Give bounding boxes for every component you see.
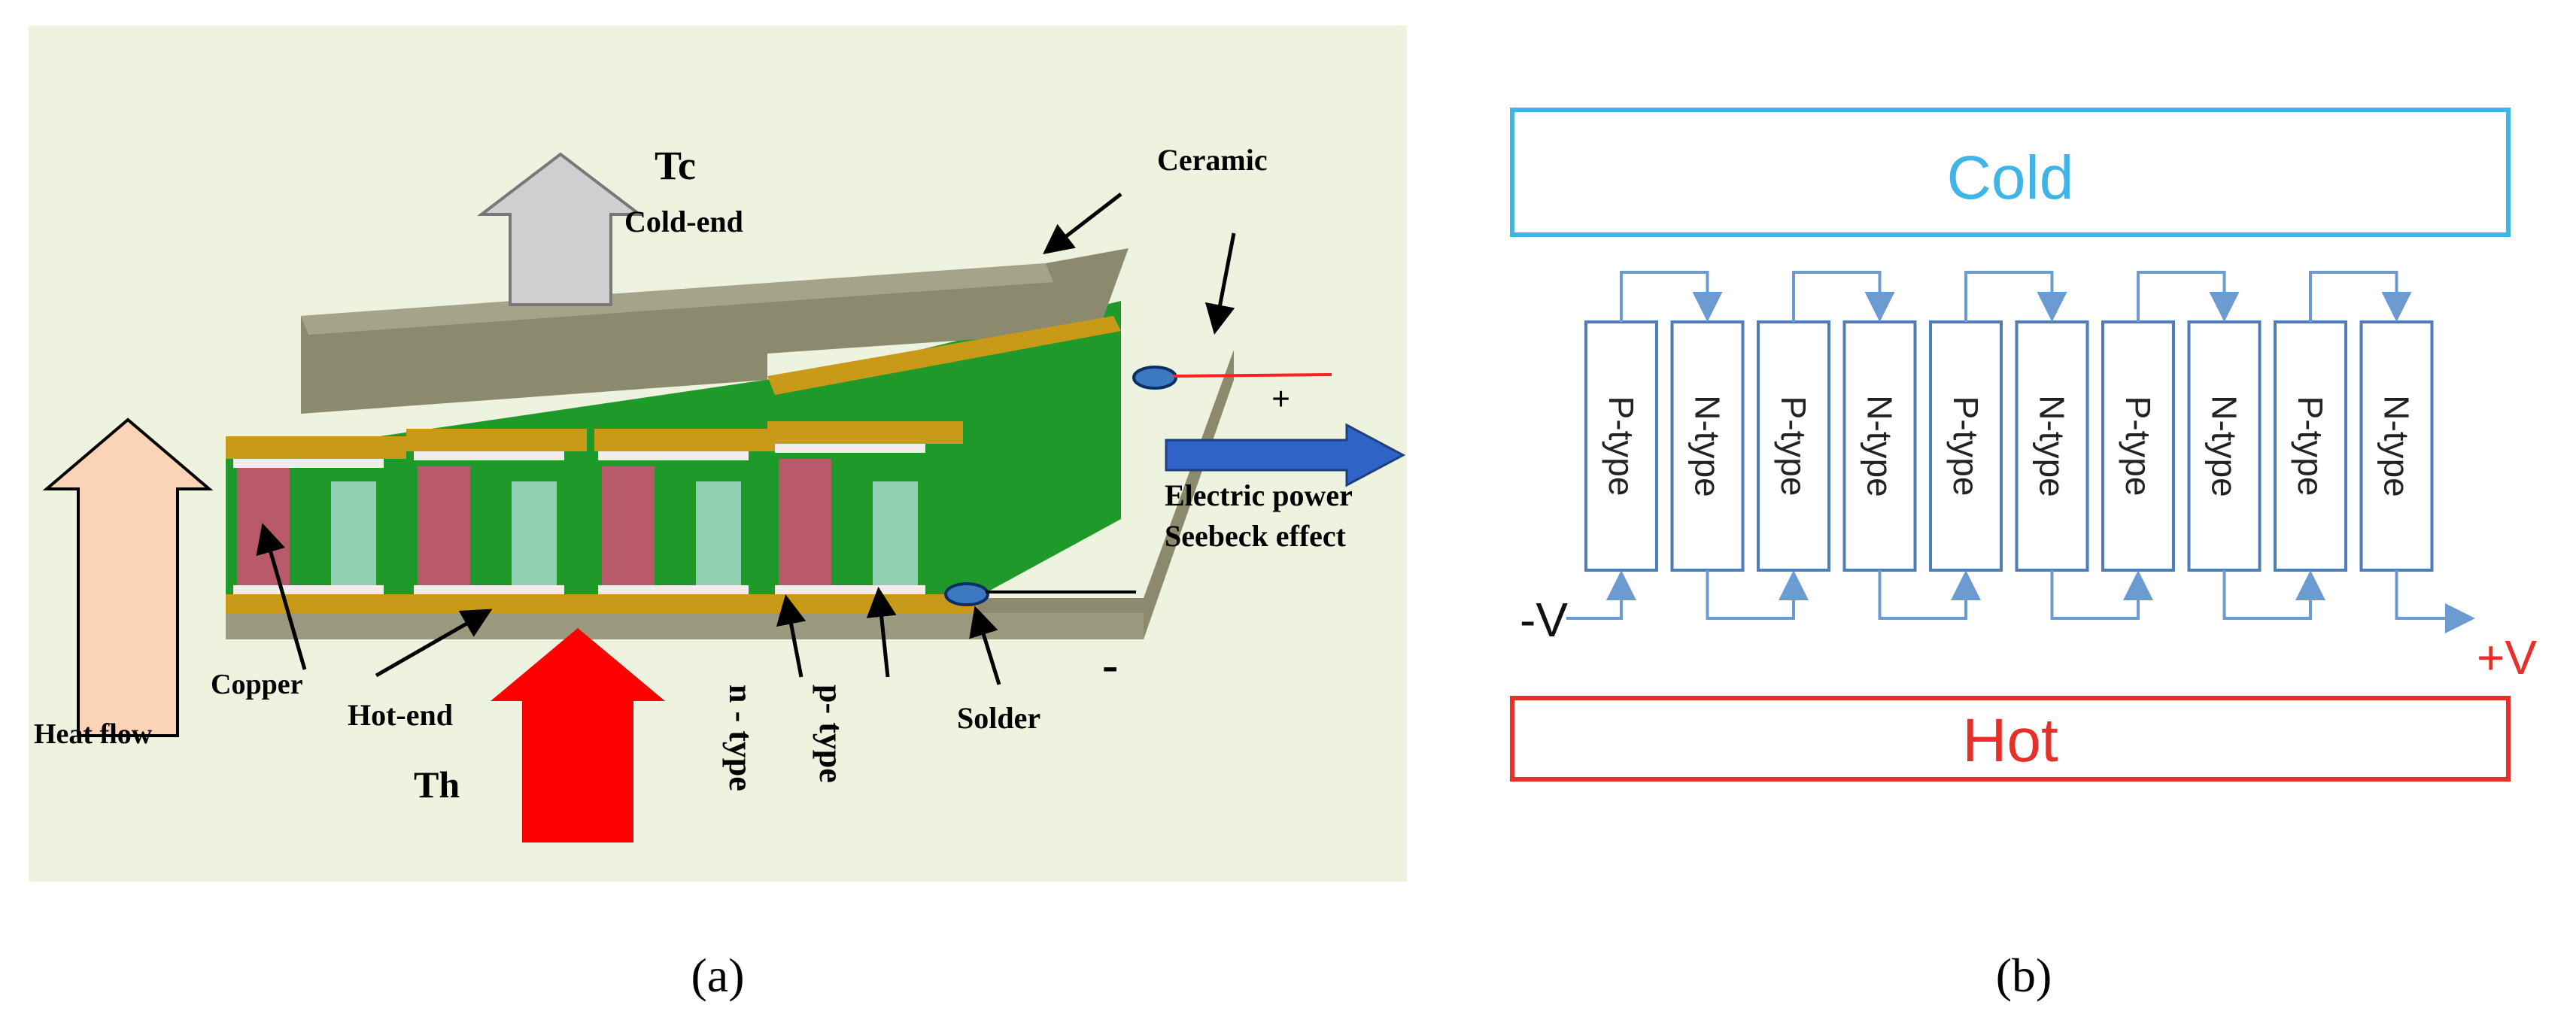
hot-end-arrow — [491, 628, 665, 842]
hot-label: Hot — [1962, 706, 2058, 775]
connecting-wires — [1566, 271, 2475, 633]
positive-terminal-label: +V — [2477, 630, 2537, 685]
leg-label-5: P-type — [1946, 396, 1985, 496]
cold-end-arrow — [477, 152, 644, 306]
callout-arrows — [256, 193, 1236, 685]
top-ceramic-plate — [301, 248, 1129, 414]
electric-power-arrow — [1165, 423, 1406, 487]
positive-lead-wire — [1173, 373, 1332, 378]
leg-label-2: N-type — [1688, 395, 1727, 496]
white-solder-layers — [233, 444, 925, 594]
leg-box-3 — [1757, 320, 1830, 572]
leg-box-7 — [2101, 320, 2175, 572]
label-heat-flow: Heat flow — [34, 718, 153, 750]
top-connector-2 — [1792, 271, 1895, 322]
bottom-connector-3 — [2050, 570, 2153, 620]
label-electric-power: Electric power — [1165, 478, 1353, 512]
leg-label-10: N-type — [2377, 395, 2417, 496]
label-hot-end: Hot-end — [348, 698, 453, 732]
leg-label-1: P-type — [1602, 396, 1641, 496]
hot-reservoir-box — [1510, 696, 2511, 782]
copper-strips — [226, 316, 1121, 613]
leg-label-8: N-type — [2205, 395, 2244, 496]
caption-a: (a) — [691, 949, 744, 1002]
output-lead — [2395, 570, 2475, 633]
leg-label-9: P-type — [2291, 396, 2330, 496]
leg-label-3: P-type — [1774, 396, 1813, 496]
leg-box-6 — [2015, 320, 2089, 572]
label-th: Th — [414, 764, 460, 806]
leg-label-6: N-type — [2033, 395, 2072, 496]
leg-box-2 — [1670, 320, 1745, 572]
label-n-type: n - type — [722, 685, 759, 791]
caption-b: (b) — [1996, 949, 2052, 1002]
heat-flow-arrow — [42, 417, 214, 737]
label-tc: Tc — [655, 143, 696, 188]
label-minus: - — [1102, 638, 1118, 691]
leg-box-10 — [2359, 320, 2434, 572]
top-connector-3 — [1964, 271, 2067, 322]
bottom-solder-contact — [944, 582, 989, 606]
label-ceramic: Ceramic — [1157, 143, 1268, 177]
negative-terminal-label: -V — [1520, 593, 1568, 647]
leg-box-8 — [2187, 320, 2262, 572]
leg-box-5 — [1929, 320, 2003, 572]
top-connector-1 — [1620, 271, 1723, 322]
top-connector-4 — [2137, 271, 2240, 322]
bottom-connector-2 — [1878, 570, 1981, 620]
input-lead — [1566, 570, 1636, 620]
label-seebeck-effect: Seebeck effect — [1165, 519, 1347, 553]
leg-box-1 — [1584, 320, 1658, 572]
cold-reservoir-box — [1510, 108, 2511, 237]
thermoelectric-legs: P-type N-type P-type N-type P-type N-type P-ty… — [1584, 320, 2434, 572]
label-p-type: p- type — [813, 685, 849, 783]
top-connector-5 — [2309, 271, 2412, 322]
leg-label-7: P-type — [2119, 396, 2158, 496]
panel-a: Tc Cold-end Ceramic + Electric power See… — [29, 26, 1407, 882]
leg-box-4 — [1842, 320, 1917, 572]
label-solder: Solder — [957, 701, 1040, 735]
label-plus: + — [1271, 381, 1290, 417]
label-copper: Copper — [211, 669, 303, 700]
leg-label-4: N-type — [1861, 395, 1900, 496]
bottom-connector-1 — [1706, 570, 1809, 620]
label-cold-end: Cold-end — [624, 205, 743, 238]
bottom-connector-4 — [2222, 570, 2325, 620]
top-solder-contact — [1132, 366, 1177, 390]
panel-a-labels: Tc Cold-end Ceramic + Electric power See… — [34, 143, 1353, 806]
cold-label: Cold — [1947, 144, 2074, 212]
